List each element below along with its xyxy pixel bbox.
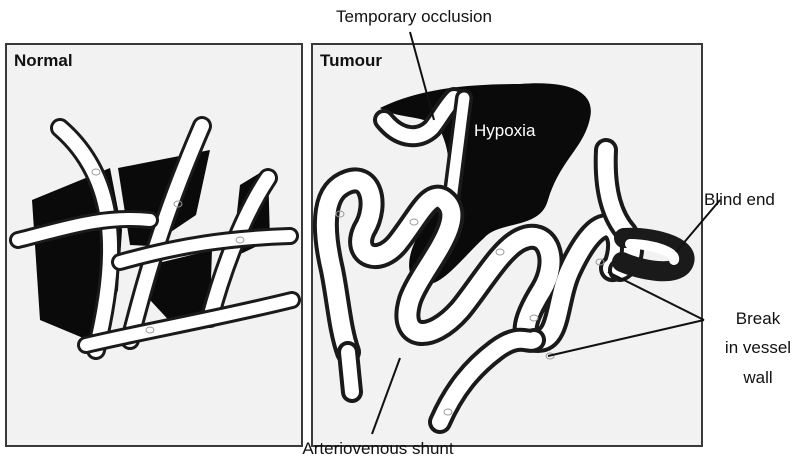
normal-panel: Normal — [6, 44, 302, 446]
tumour-panel: Tumour — [312, 44, 702, 446]
tumour-panel-title: Tumour — [320, 51, 382, 70]
break-label-line3: wall — [742, 368, 772, 387]
normal-panel-title: Normal — [14, 51, 73, 70]
break-label-line1: Break — [736, 309, 781, 328]
temporary-occlusion-label: Temporary occlusion — [336, 7, 492, 26]
blind-end-label: Blind end — [704, 190, 775, 209]
break-label-line2: in vessel — [725, 338, 791, 357]
hypoxia-label: Hypoxia — [474, 121, 536, 140]
arteriovenous-shunt-label: Arteriovenous shunt — [302, 439, 453, 458]
